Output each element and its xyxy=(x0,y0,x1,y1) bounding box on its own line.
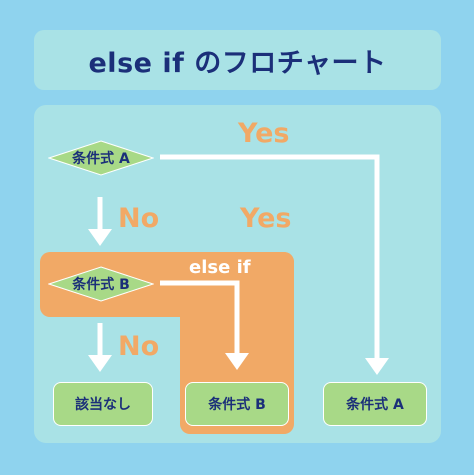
arrowhead-no-b xyxy=(88,355,112,372)
arrowhead-yes-a xyxy=(365,358,389,375)
result-label: 該当なし xyxy=(75,397,131,413)
diamond-shape xyxy=(48,140,154,176)
result-a-box: 条件式 A xyxy=(323,382,427,426)
title-banner: else if のフロチャート xyxy=(34,30,441,90)
arrowhead-yes-b xyxy=(225,353,249,370)
no-label-bottom: No xyxy=(118,331,160,362)
result-b-box: 条件式 B xyxy=(185,382,289,426)
arrowhead-no-a xyxy=(88,229,112,246)
else-if-label: else if xyxy=(189,257,251,278)
decision-label: 条件式 B xyxy=(72,277,130,293)
yes-label-top: Yes xyxy=(238,118,290,149)
diamond-shape xyxy=(48,266,154,302)
result-label: 条件式 A xyxy=(346,397,404,413)
arrow-yes-b xyxy=(160,280,240,357)
no-label-top: No xyxy=(118,203,160,234)
yes-label-mid: Yes xyxy=(240,203,292,234)
decision-condition-a: 条件式 A xyxy=(48,140,154,176)
result-label: 条件式 B xyxy=(208,397,266,413)
diagram-title: else if のフロチャート xyxy=(88,47,387,79)
result-none-box: 該当なし xyxy=(53,382,153,426)
arrow-yes-a xyxy=(160,154,380,362)
decision-label: 条件式 A xyxy=(72,151,130,167)
decision-condition-b: 条件式 B xyxy=(48,266,154,302)
